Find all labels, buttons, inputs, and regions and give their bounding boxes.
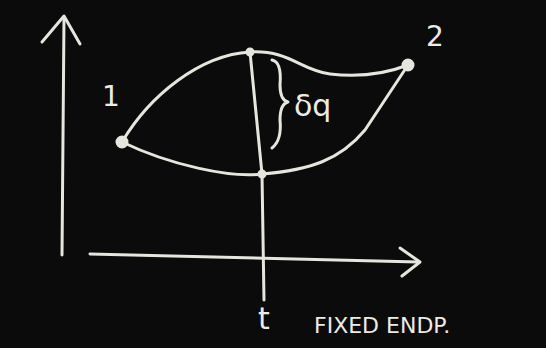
axis-arrowhead (42, 16, 80, 44)
endpoint-dot (117, 137, 127, 147)
endpoint-dot (403, 60, 413, 70)
endpoint-label: 1 (100, 82, 122, 112)
variation-bracket (272, 60, 288, 148)
axis-label: t (256, 303, 272, 335)
upper-to-lower-line (250, 52, 262, 174)
axis-arrowhead (400, 248, 420, 276)
path-point (259, 171, 265, 177)
vertical-axis (62, 18, 64, 255)
endpoint-label: 2 (424, 22, 446, 52)
lower-path (122, 65, 408, 175)
path-point (247, 49, 253, 55)
time-line (262, 174, 264, 300)
variation-label: δq (292, 90, 333, 122)
note-text: FIXED ENDP. (312, 314, 452, 338)
horizontal-axis (90, 254, 418, 262)
